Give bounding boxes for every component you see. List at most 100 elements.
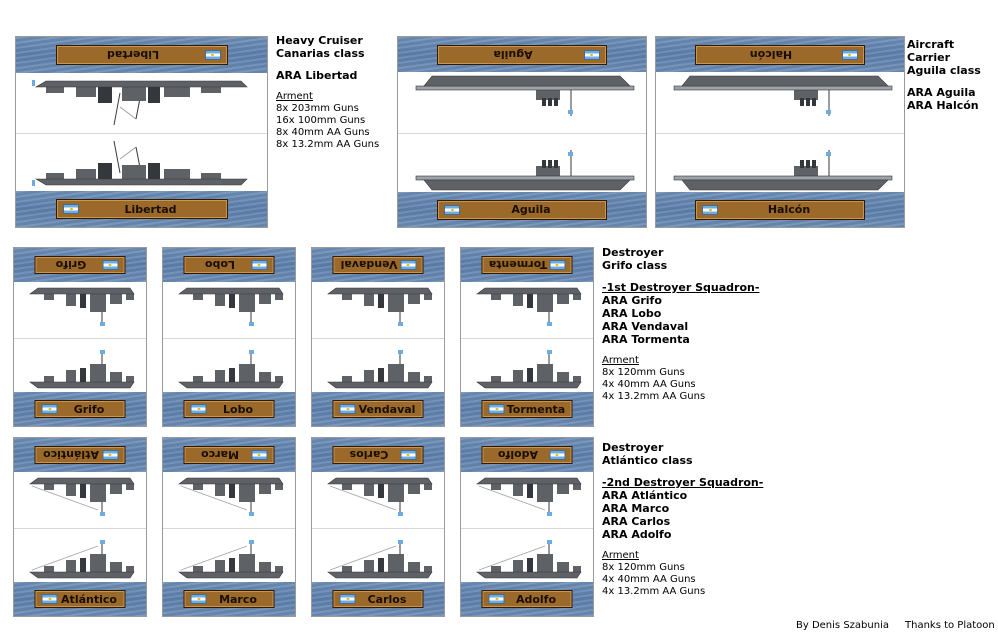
argentina-flag-icon [549, 450, 566, 460]
sea-band-top: Tormenta [461, 248, 593, 282]
argentina-flag-icon [702, 204, 718, 215]
counter-vendaval[interactable]: Vendaval Vendaval [311, 247, 445, 427]
ship-silhouette [312, 348, 444, 394]
ship-silhouette-reversed [461, 282, 593, 328]
ship-silhouette [461, 538, 593, 584]
sea-band-top: Atlántico [14, 438, 146, 472]
counter-tormenta[interactable]: Tormenta Tormenta [460, 247, 594, 427]
cruiser-armament-1: 16x 100mm Guns [276, 115, 366, 126]
sea-band-top: Lobo [163, 248, 295, 282]
grifo-squadron: -1st Destroyer Squadron- [602, 281, 760, 294]
name-plate-reversed: Marco [183, 446, 275, 464]
ship-silhouette [14, 538, 146, 584]
grifo-ship-3: ARA Tormenta [602, 333, 690, 346]
sea-band-bottom: Atlántico [14, 582, 146, 616]
counter-adolfo[interactable]: Adolfo Adolfo [460, 437, 594, 617]
name-plate: Adolfo [481, 590, 573, 608]
atlantico-ship-0: ARA Atlántico [602, 489, 688, 502]
atlantico-armament-1: 4x 40mm AA Guns [602, 574, 696, 585]
ship-name: Vendaval [358, 402, 416, 416]
counter-aguila[interactable]: Aguila Agui [397, 36, 647, 228]
ship-silhouette-reversed [14, 282, 146, 328]
atlantico-armament-2: 4x 13.2mm AA Guns [602, 586, 706, 597]
carrier-ship-0: ARA Aguila [907, 86, 976, 99]
ship-silhouette-reversed [163, 282, 295, 328]
thanks-credit: Thanks to Platoon [905, 620, 995, 631]
sea-band-top: Halcón [656, 37, 904, 72]
grifo-armament-0: 8x 120mm Guns [602, 367, 685, 378]
argentina-flag-icon [41, 594, 58, 604]
counter-divider [16, 133, 267, 134]
counter-lobo[interactable]: Lobo Lobo [162, 247, 296, 427]
argentina-flag-icon [41, 404, 58, 414]
cruiser-ship: ARA Libertad [276, 69, 358, 82]
ship-silhouette [398, 150, 646, 194]
name-plate-reversed: Carlos [332, 446, 424, 464]
argentina-flag-icon [251, 450, 268, 460]
grifo-armament-2: 4x 13.2mm AA Guns [602, 391, 706, 402]
counter-atlantico[interactable]: Atlántico Atlántico [13, 437, 147, 617]
ship-name-reversed: Adolfo [497, 448, 539, 462]
name-plate: Aguila [437, 199, 607, 220]
ship-silhouette [16, 139, 267, 193]
name-plate-reversed: Libertad [55, 45, 228, 65]
ship-silhouette-reversed [163, 472, 295, 518]
name-plate: Vendaval [332, 400, 424, 418]
sea-band-bottom: Carlos [312, 582, 444, 616]
atlantico-class-info: Destroyer Atlántico class -2nd Destroyer… [602, 441, 763, 598]
ship-silhouette-reversed [398, 72, 646, 116]
atlantico-ship-3: ARA Adolfo [602, 528, 672, 541]
ship-name-reversed: Libertad [106, 48, 159, 62]
cruiser-armament-0: 8x 203mm Guns [276, 103, 359, 114]
argentina-flag-icon [190, 404, 207, 414]
argentina-flag-icon [400, 260, 417, 270]
ship-silhouette [461, 348, 593, 394]
name-plate-reversed: Lobo [183, 256, 275, 274]
ship-name: Aguila [511, 203, 551, 216]
ship-name: Tormenta [506, 402, 566, 416]
counter-divider [461, 338, 593, 339]
counter-marco[interactable]: Marco Marco [162, 437, 296, 617]
ship-silhouette-reversed [16, 73, 267, 127]
ship-silhouette-reversed [656, 72, 904, 116]
ship-name-reversed: Aguila [493, 48, 533, 61]
argentina-flag-icon [400, 450, 417, 460]
ship-name: Grifo [73, 402, 105, 416]
ship-name: Libertad [124, 202, 177, 216]
sea-band-bottom: Adolfo [461, 582, 593, 616]
counter-divider [14, 338, 146, 339]
counter-divider [312, 528, 444, 529]
name-plate-reversed: Halcón [695, 44, 865, 65]
ship-name-reversed: Halcón [749, 48, 793, 61]
grifo-class: Grifo class [602, 259, 668, 272]
sea-band-bottom: Aguila [398, 192, 646, 227]
counter-libertad[interactable]: Libertad [15, 36, 268, 228]
argentina-flag-icon [190, 594, 207, 604]
ship-silhouette-reversed [461, 472, 593, 518]
ship-name: Atlántico [61, 592, 117, 606]
ship-name: Carlos [367, 592, 407, 606]
argentina-flag-icon [488, 594, 505, 604]
argentina-flag-icon [102, 260, 119, 270]
sea-band-top: Aguila [398, 37, 646, 72]
carrier-ship-1: ARA Halcón [907, 99, 979, 112]
counter-divider [656, 133, 904, 134]
ship-silhouette [656, 150, 904, 194]
argentina-flag-icon [584, 49, 600, 60]
ship-name-reversed: Carlos [349, 448, 389, 462]
atlantico-armament-0: 8x 120mm Guns [602, 562, 685, 573]
sea-band-bottom: Vendaval [312, 392, 444, 426]
argentina-flag-icon [339, 594, 356, 604]
cruiser-class: Canarias class [276, 47, 365, 60]
grifo-armament-title: Arment [602, 355, 639, 366]
counter-grifo[interactable]: Grifo Grifo [13, 247, 147, 427]
sea-band-top: Carlos [312, 438, 444, 472]
cruiser-armament-title: Arment [276, 91, 313, 102]
counter-carlos[interactable]: Carlos Carlos [311, 437, 445, 617]
counter-divider [14, 528, 146, 529]
ship-silhouette [14, 348, 146, 394]
atlantico-armament-title: Arment [602, 550, 639, 561]
ship-silhouette-reversed [312, 472, 444, 518]
sea-band-top: Marco [163, 438, 295, 472]
counter-halcon[interactable]: Halcón Halc [655, 36, 905, 228]
